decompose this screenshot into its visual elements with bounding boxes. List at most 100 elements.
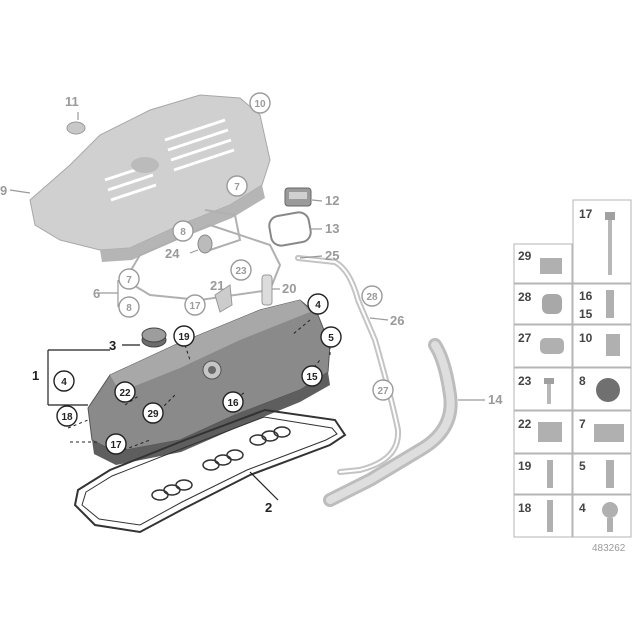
label-2: 2 — [265, 500, 272, 515]
callout-27: 27 — [372, 379, 394, 401]
svg-text:28: 28 — [518, 290, 532, 304]
callout-7a: 7 — [226, 175, 248, 197]
label-21: 21 — [210, 278, 224, 293]
svg-text:22: 22 — [119, 388, 131, 399]
svg-text:18: 18 — [518, 501, 532, 515]
label-3: 3 — [109, 338, 116, 353]
callout-17b: 17 — [105, 433, 127, 455]
callout-17a: 17 — [184, 294, 206, 316]
part-13 — [268, 211, 312, 247]
clip-28-icon — [542, 294, 562, 314]
svg-text:19: 19 — [178, 332, 190, 343]
callout-15: 15 — [301, 365, 323, 387]
svg-text:19: 19 — [518, 459, 532, 473]
svg-text:23: 23 — [235, 266, 247, 277]
part-2-gasket — [73, 408, 347, 534]
solid-leaders — [9, 112, 485, 501]
svg-text:23: 23 — [518, 374, 532, 388]
svg-text:15: 15 — [579, 307, 593, 321]
callout-16: 16 — [222, 391, 244, 413]
part-21 — [214, 284, 233, 313]
callout-10: 10 — [249, 92, 271, 114]
svg-text:29: 29 — [518, 249, 532, 263]
parts-table: 17 29 28 27 23 22 19 18 16 15 — [513, 199, 632, 538]
callout-18: 18 — [56, 405, 78, 427]
grommet-8-icon — [596, 378, 620, 402]
table-cell-23 — [513, 367, 573, 411]
label-13: 13 — [325, 221, 339, 236]
screw-23-icon — [544, 378, 554, 384]
svg-text:22: 22 — [518, 417, 532, 431]
svg-text:8: 8 — [126, 303, 132, 314]
svg-text:5: 5 — [328, 333, 334, 344]
table-cell-16-15 — [572, 283, 632, 325]
svg-text:7: 7 — [126, 275, 132, 286]
label-26: 26 — [390, 313, 404, 328]
table-cell-4 — [572, 494, 632, 538]
svg-text:4: 4 — [315, 300, 321, 311]
ball-stud-4-icon — [602, 502, 618, 518]
table-cell-19 — [513, 453, 573, 495]
svg-text:17: 17 — [110, 440, 122, 451]
bolt-17-icon — [605, 212, 615, 275]
clip-29-icon — [540, 258, 562, 274]
svg-text:7: 7 — [579, 417, 586, 431]
label-14: 14 — [488, 392, 503, 407]
svg-text:16: 16 — [579, 289, 593, 303]
clip-part-11 — [66, 121, 86, 135]
svg-text:10: 10 — [254, 99, 266, 110]
label-25: 25 — [325, 248, 339, 263]
label-20: 20 — [282, 281, 296, 296]
callout-22: 22 — [114, 381, 136, 403]
callout-19: 19 — [173, 325, 195, 347]
part-20 — [261, 274, 273, 306]
stud-18-icon — [547, 500, 553, 532]
svg-text:27: 27 — [518, 331, 532, 345]
svg-text:4: 4 — [61, 377, 67, 388]
part-24 — [197, 234, 213, 254]
callout-23: 23 — [230, 259, 252, 281]
svg-text:17: 17 — [189, 301, 201, 312]
part-12 — [284, 187, 312, 207]
svg-text:8: 8 — [180, 227, 186, 238]
svg-text:7: 7 — [234, 182, 240, 193]
svg-text:15: 15 — [306, 372, 318, 383]
svg-text:27: 27 — [377, 386, 389, 397]
grommet-10-icon — [606, 334, 620, 356]
svg-text:4: 4 — [579, 501, 586, 515]
callout-4a: 4 — [53, 370, 75, 392]
callout-8a: 8 — [172, 220, 194, 242]
stud-5-icon — [606, 460, 614, 488]
table-label-17: 17 — [579, 207, 593, 221]
label-12: 12 — [325, 193, 339, 208]
svg-text:28: 28 — [366, 292, 378, 303]
callout-7b: 7 — [118, 268, 140, 290]
svg-text:10: 10 — [579, 331, 593, 345]
svg-text:8: 8 — [579, 374, 586, 388]
svg-text:29: 29 — [147, 409, 159, 420]
table-cell-17 — [572, 199, 632, 284]
label-24: 24 — [165, 246, 180, 261]
bolt-16-icon — [606, 290, 614, 318]
svg-text:5: 5 — [579, 459, 586, 473]
table-cell-5 — [572, 453, 632, 495]
label-1: 1 — [32, 368, 39, 383]
label-6: 6 — [93, 286, 100, 301]
clip-27-icon — [540, 338, 564, 354]
table-cell-18 — [513, 494, 573, 538]
part-3-oil-cap — [141, 327, 167, 348]
table-cell-10-9 — [572, 324, 632, 368]
bracket-7-icon — [594, 424, 624, 442]
callout-5: 5 — [320, 326, 342, 348]
stud-19-icon — [547, 460, 553, 488]
label-11: 11 — [65, 94, 79, 109]
callout-29: 29 — [142, 402, 164, 424]
svg-text:16: 16 — [227, 398, 239, 409]
callout-8b: 8 — [118, 296, 140, 318]
label-9: 9 — [0, 183, 7, 198]
nut-22-icon — [538, 422, 562, 442]
callout-28: 28 — [361, 285, 383, 307]
callout-4b: 4 — [307, 293, 329, 315]
svg-text:18: 18 — [61, 412, 73, 423]
